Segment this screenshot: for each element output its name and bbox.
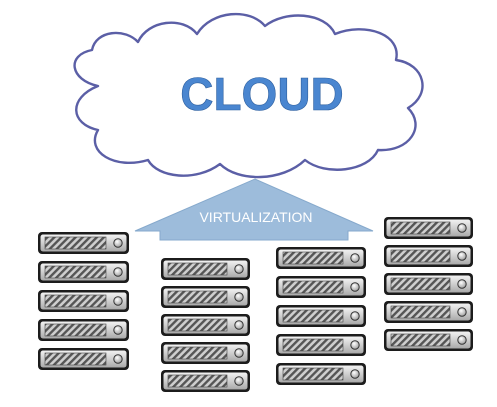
- rack-server-icon: [161, 342, 250, 364]
- rack-server-icon: [161, 370, 250, 392]
- vent-grille: [44, 294, 107, 308]
- rack-server-icon: [276, 276, 366, 298]
- vent-grille: [390, 277, 451, 291]
- vent-grille: [167, 262, 228, 276]
- power-button-icon: [457, 279, 467, 289]
- power-button-icon: [234, 348, 244, 358]
- vent-grille: [282, 338, 344, 352]
- power-button-icon: [350, 282, 360, 292]
- server-stack: [38, 232, 129, 370]
- rack-server-icon: [384, 273, 473, 295]
- rack-server-icon: [38, 261, 129, 283]
- rack-server-icon: [38, 319, 129, 341]
- vent-grille: [167, 346, 228, 360]
- rack-server-icon: [384, 245, 473, 267]
- vent-grille: [44, 352, 107, 366]
- rack-server-icon: [161, 258, 250, 280]
- power-button-icon: [350, 369, 360, 379]
- server-stacks: [38, 217, 473, 392]
- power-button-icon: [457, 223, 467, 233]
- power-button-icon: [457, 251, 467, 261]
- rack-server-icon: [276, 305, 366, 327]
- power-button-icon: [113, 238, 123, 248]
- vent-grille: [44, 323, 107, 337]
- server-stack: [276, 247, 366, 385]
- power-button-icon: [234, 264, 244, 274]
- vent-grille: [44, 265, 107, 279]
- rack-server-icon: [384, 301, 473, 323]
- vent-grille: [282, 367, 344, 381]
- up-arrow-icon: VIRTUALIZATION: [134, 178, 374, 241]
- rack-server-icon: [384, 329, 473, 351]
- power-button-icon: [350, 340, 360, 350]
- rack-server-icon: [161, 286, 250, 308]
- vent-grille: [282, 309, 344, 323]
- vent-grille: [167, 290, 228, 304]
- power-button-icon: [234, 292, 244, 302]
- vent-grille: [390, 305, 451, 319]
- power-button-icon: [113, 296, 123, 306]
- rack-server-icon: [38, 290, 129, 312]
- rack-server-icon: [276, 363, 366, 385]
- power-button-icon: [457, 307, 467, 317]
- vent-grille: [44, 236, 107, 250]
- virtualization-arrow: [134, 178, 374, 241]
- cloud-title: CLOUD: [180, 68, 344, 120]
- rack-server-icon: [384, 217, 473, 239]
- rack-server-icon: [38, 232, 129, 254]
- server-stack: [161, 258, 250, 392]
- vent-grille: [167, 318, 228, 332]
- cloud-icon: CLOUD: [73, 12, 424, 179]
- virtualization-label: VIRTUALIZATION: [199, 209, 312, 225]
- vent-grille: [390, 221, 451, 235]
- power-button-icon: [113, 354, 123, 364]
- rack-server-icon: [276, 334, 366, 356]
- vent-grille: [390, 333, 451, 347]
- power-button-icon: [113, 267, 123, 277]
- rack-server-icon: [161, 314, 250, 336]
- vent-grille: [282, 251, 344, 265]
- power-button-icon: [113, 325, 123, 335]
- vent-grille: [167, 374, 228, 388]
- vent-grille: [390, 249, 451, 263]
- power-button-icon: [234, 320, 244, 330]
- rack-server-icon: [276, 247, 366, 269]
- server-stack: [384, 217, 473, 351]
- power-button-icon: [350, 253, 360, 263]
- power-button-icon: [350, 311, 360, 321]
- power-button-icon: [457, 335, 467, 345]
- cloud-shape: [73, 12, 424, 179]
- vent-grille: [282, 280, 344, 294]
- power-button-icon: [234, 376, 244, 386]
- rack-server-icon: [38, 348, 129, 370]
